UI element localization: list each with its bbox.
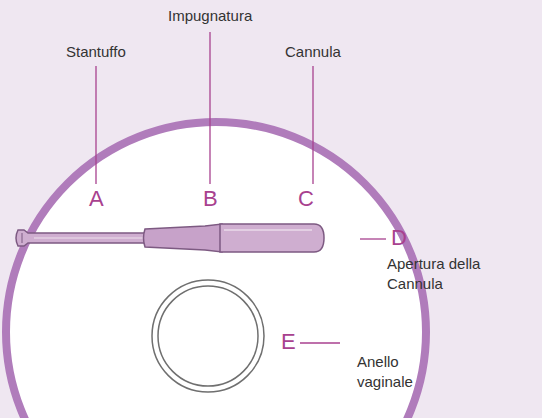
part-name: Apertura della Cannula xyxy=(387,254,497,294)
callout-letter: E xyxy=(281,330,296,354)
callout-letter: C xyxy=(298,187,314,211)
part-name: Impugnatura xyxy=(168,6,252,26)
cannula-tube xyxy=(220,224,324,252)
leader-lines xyxy=(96,32,386,343)
part-name: Stantuffo xyxy=(66,42,126,62)
callout-letter: A xyxy=(89,187,104,211)
grip xyxy=(144,224,223,252)
callout-letter: B xyxy=(203,187,218,211)
callout-letter: D xyxy=(391,226,407,250)
plunger xyxy=(16,230,150,246)
vaginal-ring xyxy=(152,280,264,392)
part-name: Cannula xyxy=(285,42,341,62)
part-name: Anello vaginale xyxy=(357,352,432,392)
